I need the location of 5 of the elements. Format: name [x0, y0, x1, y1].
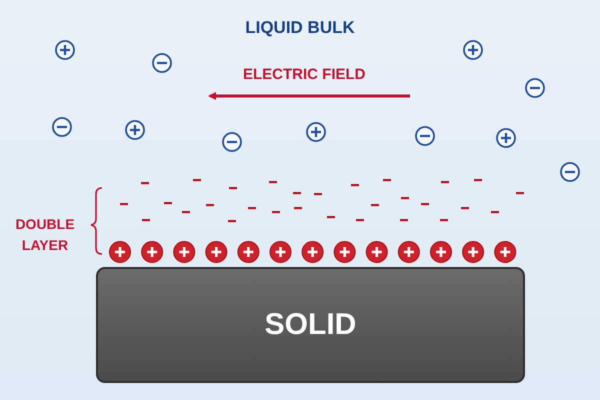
layer-label: DOUBLE LAYER	[14, 215, 76, 255]
field-label: ELECTRIC FIELD	[243, 66, 366, 83]
block-label: SOLID	[264, 308, 356, 342]
solid-block	[96, 267, 525, 383]
title: LIQUID BULK	[244, 18, 356, 38]
